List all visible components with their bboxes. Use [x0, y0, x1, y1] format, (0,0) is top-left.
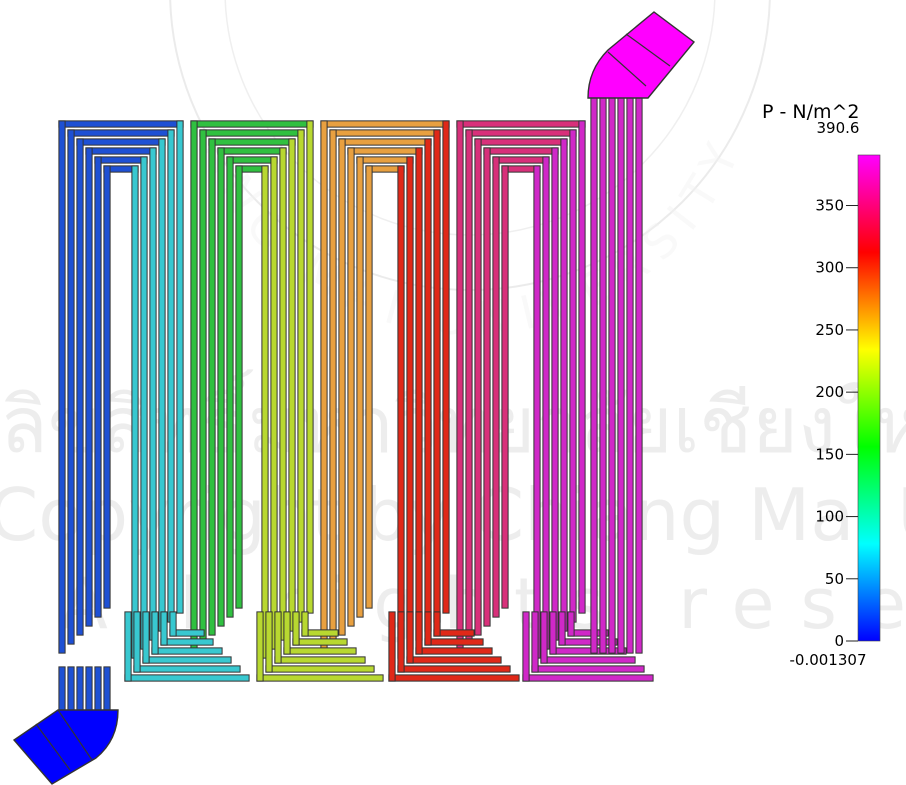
- legend-tick-label: 150: [815, 445, 844, 463]
- serpentine-channels: [58, 94, 654, 716]
- inlet-port: [587, 11, 696, 99]
- legend-ticks: 350 300 250 200 150 100 50 0: [815, 197, 858, 650]
- outlet-divider: [57, 709, 93, 761]
- legend-tick-label: 350: [815, 197, 844, 215]
- outlet-divider: [35, 723, 71, 771]
- legend-tick-label: 300: [815, 259, 844, 277]
- legend-tick-label: 250: [815, 321, 844, 339]
- inlet-duct: [587, 11, 696, 99]
- legend-tick-label: 0: [834, 632, 844, 650]
- legend-max-label: 390.6: [817, 119, 860, 137]
- legend-tick-label: 100: [815, 508, 844, 526]
- legend-colorbar: [857, 154, 881, 642]
- inlet-divider: [607, 51, 647, 87]
- legend-tick-label: 50: [825, 570, 844, 588]
- legend-title: P - N/m^2: [762, 101, 860, 123]
- outlet-port: [12, 709, 119, 785]
- legend-min-label: -0.001307: [790, 651, 867, 669]
- legend-tick-label: 200: [815, 383, 844, 401]
- inlet-divider: [625, 33, 671, 67]
